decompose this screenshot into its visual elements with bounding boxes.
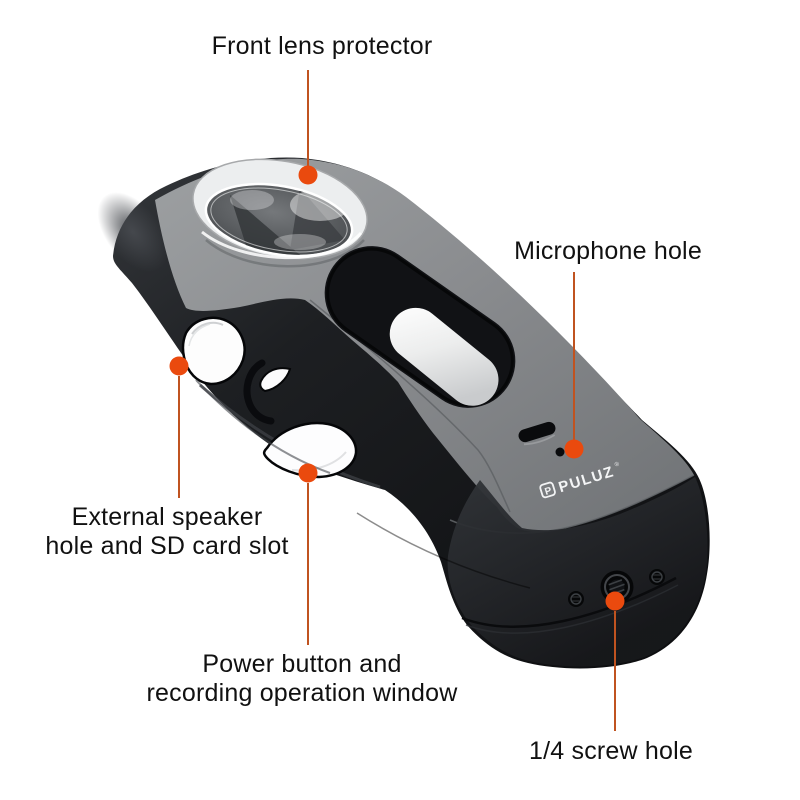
callout-leaders xyxy=(178,70,616,731)
label-speaker-sd-slot: External speaker hole and SD card slot xyxy=(45,503,288,561)
brand-registered-mark: ® xyxy=(614,460,621,468)
lens-protector-dome xyxy=(192,158,368,268)
dome-smoke-reflections xyxy=(230,188,350,258)
underside-joint-seam xyxy=(356,512,531,589)
label-microphone-hole: Microphone hole xyxy=(514,237,702,266)
label-text: 1/4 screw hole xyxy=(529,737,693,765)
sd-cutout-wedge xyxy=(259,367,292,393)
screen-gloss-reflection xyxy=(389,307,499,406)
label-power-button-window: Power button and recording operation win… xyxy=(147,650,458,708)
left-end-highlight xyxy=(97,192,169,272)
label-text: Front lens protector xyxy=(211,32,433,60)
screw-hole-small-right xyxy=(649,569,665,585)
brand-logo-icon-letter: P xyxy=(543,485,553,498)
speaker-cutout-upper xyxy=(181,316,246,386)
label-text: Power button and xyxy=(202,650,402,678)
end-cap-seam xyxy=(461,576,677,628)
end-cap-seam-highlight xyxy=(465,584,679,634)
brand-logo-icon-box xyxy=(539,481,556,499)
label-front-lens-protector: Front lens protector xyxy=(212,32,433,61)
speaker-cutout-lower xyxy=(262,421,358,479)
dot-power xyxy=(298,463,318,483)
port-slot xyxy=(518,421,556,446)
callout-dots xyxy=(169,165,625,611)
dot-microphone xyxy=(564,439,584,459)
screw-hole-small-left xyxy=(568,591,584,607)
dot-speaker-sd xyxy=(169,356,189,376)
label-quarter-screw-hole: 1/4 screw hole xyxy=(529,737,693,766)
dot-screw xyxy=(605,591,625,611)
speaker-sd-cutouts xyxy=(181,316,358,479)
frame-rib xyxy=(243,359,275,425)
dot-front-lens xyxy=(298,165,318,185)
screen-window-cutout xyxy=(324,246,516,408)
bottom-end-cap xyxy=(447,477,708,667)
label-text: Microphone hole xyxy=(514,237,702,265)
label-text: recording operation window xyxy=(146,679,458,707)
microphone-hole xyxy=(555,447,565,457)
label-text: hole and SD card slot xyxy=(45,532,289,560)
label-text: External speaker xyxy=(71,503,263,531)
